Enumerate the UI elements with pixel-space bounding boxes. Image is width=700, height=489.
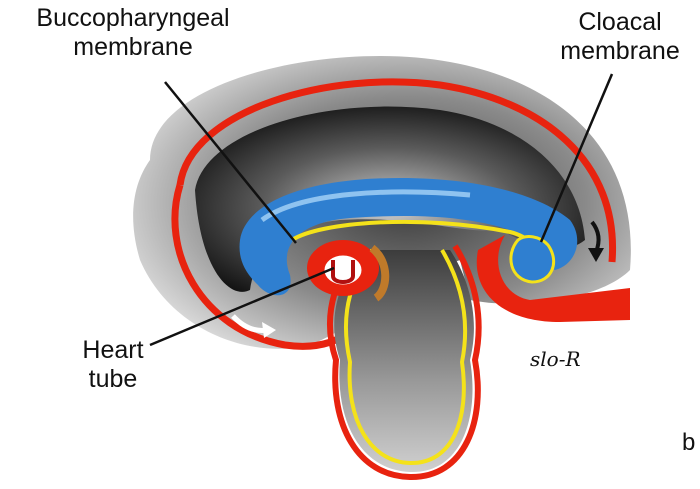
buccopharyngeal-line-1: Buccopharyngeal [8, 4, 258, 33]
cloacal-line-1: Cloacal [540, 8, 700, 37]
heart-line-2: tube [58, 365, 168, 394]
heart-line-1: Heart [58, 336, 168, 365]
cloaca [511, 237, 554, 282]
buccopharyngeal-membrane-label: Buccopharyngeal membrane [8, 4, 258, 62]
artist-signature: slo-R [530, 347, 581, 371]
cloacal-membrane-label: Cloacal membrane [540, 8, 700, 66]
buccopharyngeal-line-2: membrane [8, 33, 258, 62]
cloacal-line-2: membrane [540, 37, 700, 66]
edge-fragment-label: b [682, 428, 695, 457]
heart-tube-label: Heart tube [58, 336, 168, 394]
